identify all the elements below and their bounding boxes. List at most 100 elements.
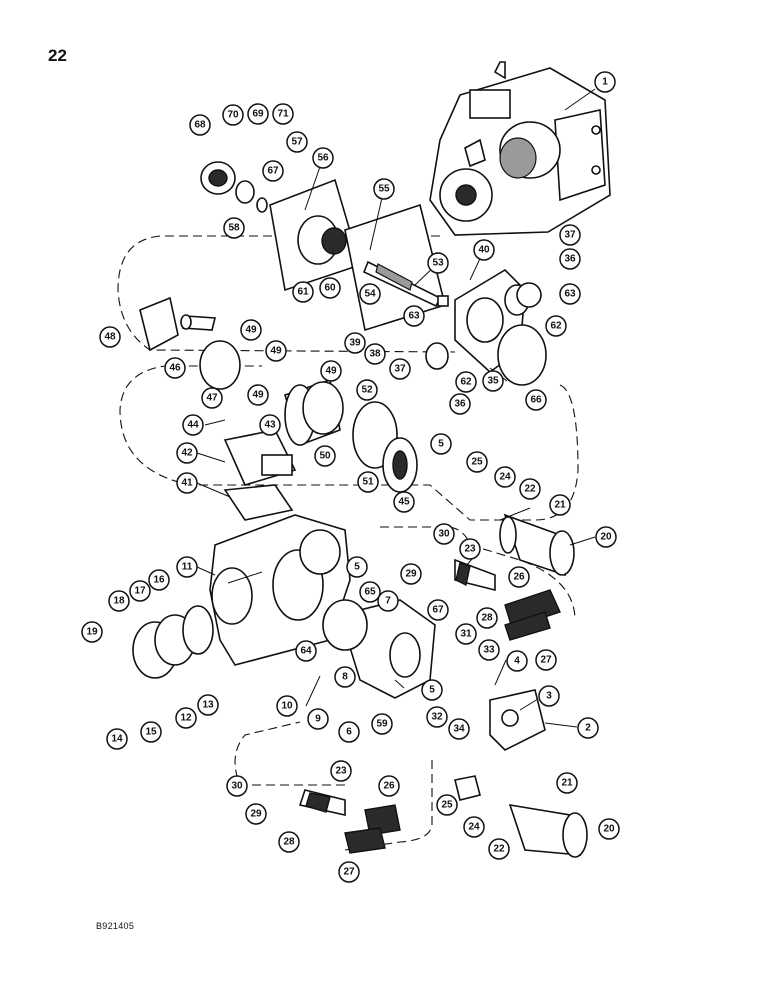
svg-text:16: 16	[153, 575, 165, 586]
svg-text:59: 59	[376, 719, 388, 730]
svg-text:35: 35	[487, 376, 499, 387]
callout-59: 59	[371, 713, 393, 735]
svg-text:6: 6	[346, 727, 352, 738]
svg-text:22: 22	[493, 844, 505, 855]
callout-52: 52	[356, 379, 378, 401]
svg-text:32: 32	[431, 712, 443, 723]
callout-6: 6	[338, 721, 360, 743]
cylinder-block	[284, 378, 344, 447]
svg-text:17: 17	[134, 586, 146, 597]
svg-text:24: 24	[499, 472, 511, 483]
cover-plate-56	[269, 178, 361, 292]
svg-text:42: 42	[181, 448, 193, 459]
shaft-53	[362, 260, 449, 308]
callout-17: 17	[129, 580, 151, 602]
swashplate-housing-35	[425, 268, 547, 386]
callout-63-a: 63	[559, 283, 581, 305]
control-20-lower	[508, 803, 588, 858]
callout-49-c: 49	[320, 360, 342, 382]
callout-54: 54	[359, 283, 381, 305]
callout-26-a: 26	[508, 566, 530, 588]
drawing-code: B921405	[96, 921, 135, 931]
svg-text:23: 23	[464, 544, 476, 555]
callout-2: 2	[577, 717, 599, 739]
svg-text:19: 19	[86, 627, 98, 638]
callout-18: 18	[108, 590, 130, 612]
svg-text:30: 30	[231, 781, 243, 792]
callout-36-a: 36	[559, 248, 581, 270]
callout-46: 46	[164, 357, 186, 379]
svg-text:37: 37	[564, 230, 576, 241]
svg-text:50: 50	[319, 451, 331, 462]
callout-40: 40	[473, 239, 495, 261]
svg-text:67: 67	[267, 166, 279, 177]
svg-text:28: 28	[283, 837, 295, 848]
callout-37-b: 37	[389, 358, 411, 380]
svg-text:29: 29	[405, 569, 417, 580]
callout-30-a: 30	[433, 523, 455, 545]
svg-text:69: 69	[252, 109, 264, 120]
callout-71: 71	[272, 103, 294, 125]
callout-45: 45	[393, 491, 415, 513]
callout-23-a: 23	[459, 538, 481, 560]
callout-25-a: 25	[466, 451, 488, 473]
callout-28-a: 28	[476, 607, 498, 629]
callout-20-a: 20	[595, 526, 617, 548]
spring-cup-23-upper	[454, 558, 496, 592]
svg-text:11: 11	[182, 562, 193, 573]
callout-34: 34	[448, 718, 470, 740]
svg-text:60: 60	[324, 283, 336, 294]
svg-text:62: 62	[550, 321, 562, 332]
svg-text:9: 9	[315, 714, 321, 725]
svg-text:23: 23	[335, 766, 347, 777]
svg-text:20: 20	[603, 824, 615, 835]
svg-text:54: 54	[364, 289, 376, 300]
end-cap-17	[132, 605, 214, 679]
callout-4: 4	[506, 650, 528, 672]
svg-text:43: 43	[264, 420, 276, 431]
svg-text:4: 4	[514, 656, 520, 667]
callout-29-b: 29	[245, 803, 267, 825]
svg-text:26: 26	[513, 572, 525, 583]
svg-text:44: 44	[187, 420, 199, 431]
callout-31: 31	[455, 623, 477, 645]
svg-text:26: 26	[383, 781, 395, 792]
callout-62-a: 62	[545, 315, 567, 337]
svg-text:45: 45	[398, 497, 410, 508]
callout-22-a: 22	[519, 478, 541, 500]
svg-text:56: 56	[317, 153, 329, 164]
callout-67-a: 67	[262, 160, 284, 182]
callout-63-b: 63	[403, 305, 425, 327]
svg-text:21: 21	[561, 778, 573, 789]
port-plate-51	[352, 401, 418, 493]
callout-37-a: 37	[559, 224, 581, 246]
retainer-47	[199, 340, 241, 390]
callout-12: 12	[175, 707, 197, 729]
callout-56: 56	[312, 147, 334, 169]
svg-text:1: 1	[602, 77, 608, 88]
svg-text:36: 36	[564, 254, 576, 265]
callout-5-b: 5	[346, 556, 368, 578]
lower-left-group-outline	[234, 721, 345, 786]
svg-text:3: 3	[546, 691, 552, 702]
callout-33: 33	[478, 639, 500, 661]
callout-39: 39	[344, 332, 366, 354]
svg-text:46: 46	[169, 363, 181, 374]
callout-24-b: 24	[463, 816, 485, 838]
callout-24-a: 24	[494, 466, 516, 488]
svg-text:53: 53	[432, 258, 444, 269]
callout-1: 1	[594, 71, 616, 93]
valve-block-42	[223, 429, 297, 486]
svg-text:5: 5	[438, 439, 444, 450]
svg-text:66: 66	[530, 395, 542, 406]
callout-38: 38	[364, 343, 386, 365]
main-housing-11	[209, 514, 351, 666]
callout-20-b: 20	[598, 818, 620, 840]
callout-49-b: 49	[265, 340, 287, 362]
seal-housing-58	[200, 161, 268, 213]
svg-text:71: 71	[277, 109, 289, 120]
callout-8: 8	[334, 666, 356, 688]
callout-16: 16	[148, 569, 170, 591]
callout-53: 53	[427, 252, 449, 274]
svg-text:40: 40	[478, 245, 490, 256]
